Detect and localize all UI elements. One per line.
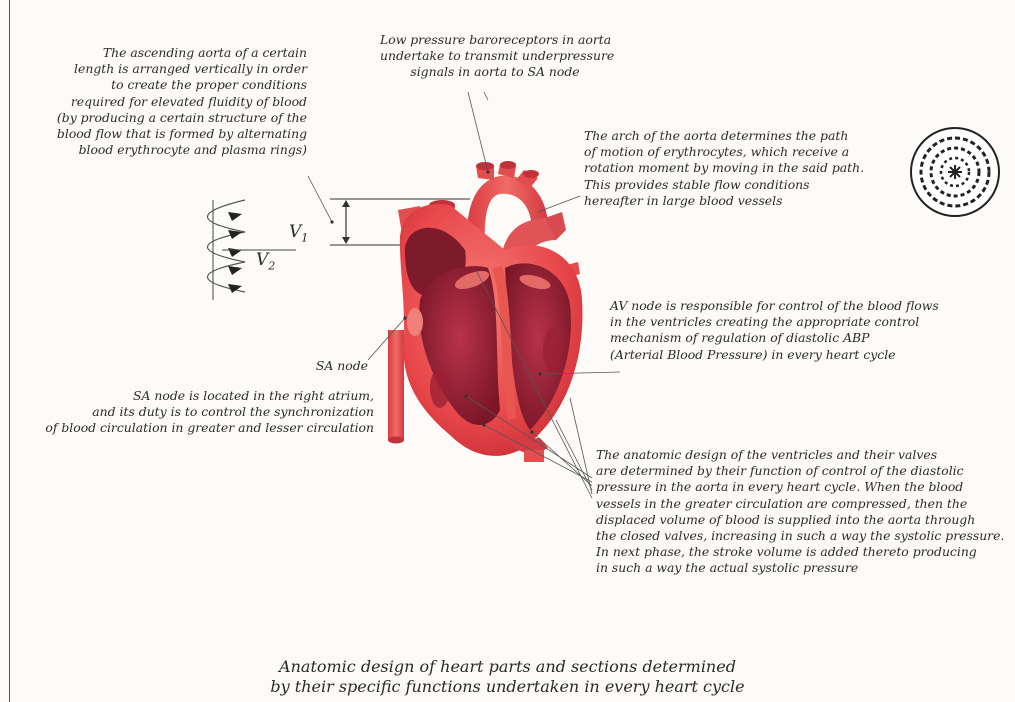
aortic-arch-annotation: The arch of the aorta determines the pat… [584, 128, 864, 209]
helical-flow-icon [208, 200, 297, 300]
velocity-label-v2: V2 [256, 250, 275, 272]
ascending-aorta-annotation: The ascending aorta of a certain length … [57, 45, 307, 158]
av-node-annotation: AV node is responsible for control of th… [610, 298, 939, 363]
ventricles-annotation: The anatomic design of the ventricles an… [596, 447, 1004, 577]
erythrocyte-rings-icon [911, 128, 999, 216]
figure-caption: Anatomic design of heart parts and secti… [0, 657, 1015, 697]
sa-node-annotation: SA node is located in the right atrium, … [45, 388, 374, 437]
velocity-label-v1: V1 [289, 222, 308, 244]
sa-node-title: SA node [316, 358, 368, 374]
baroreceptors-annotation: Low pressure baroreceptors in aorta unde… [380, 32, 610, 81]
